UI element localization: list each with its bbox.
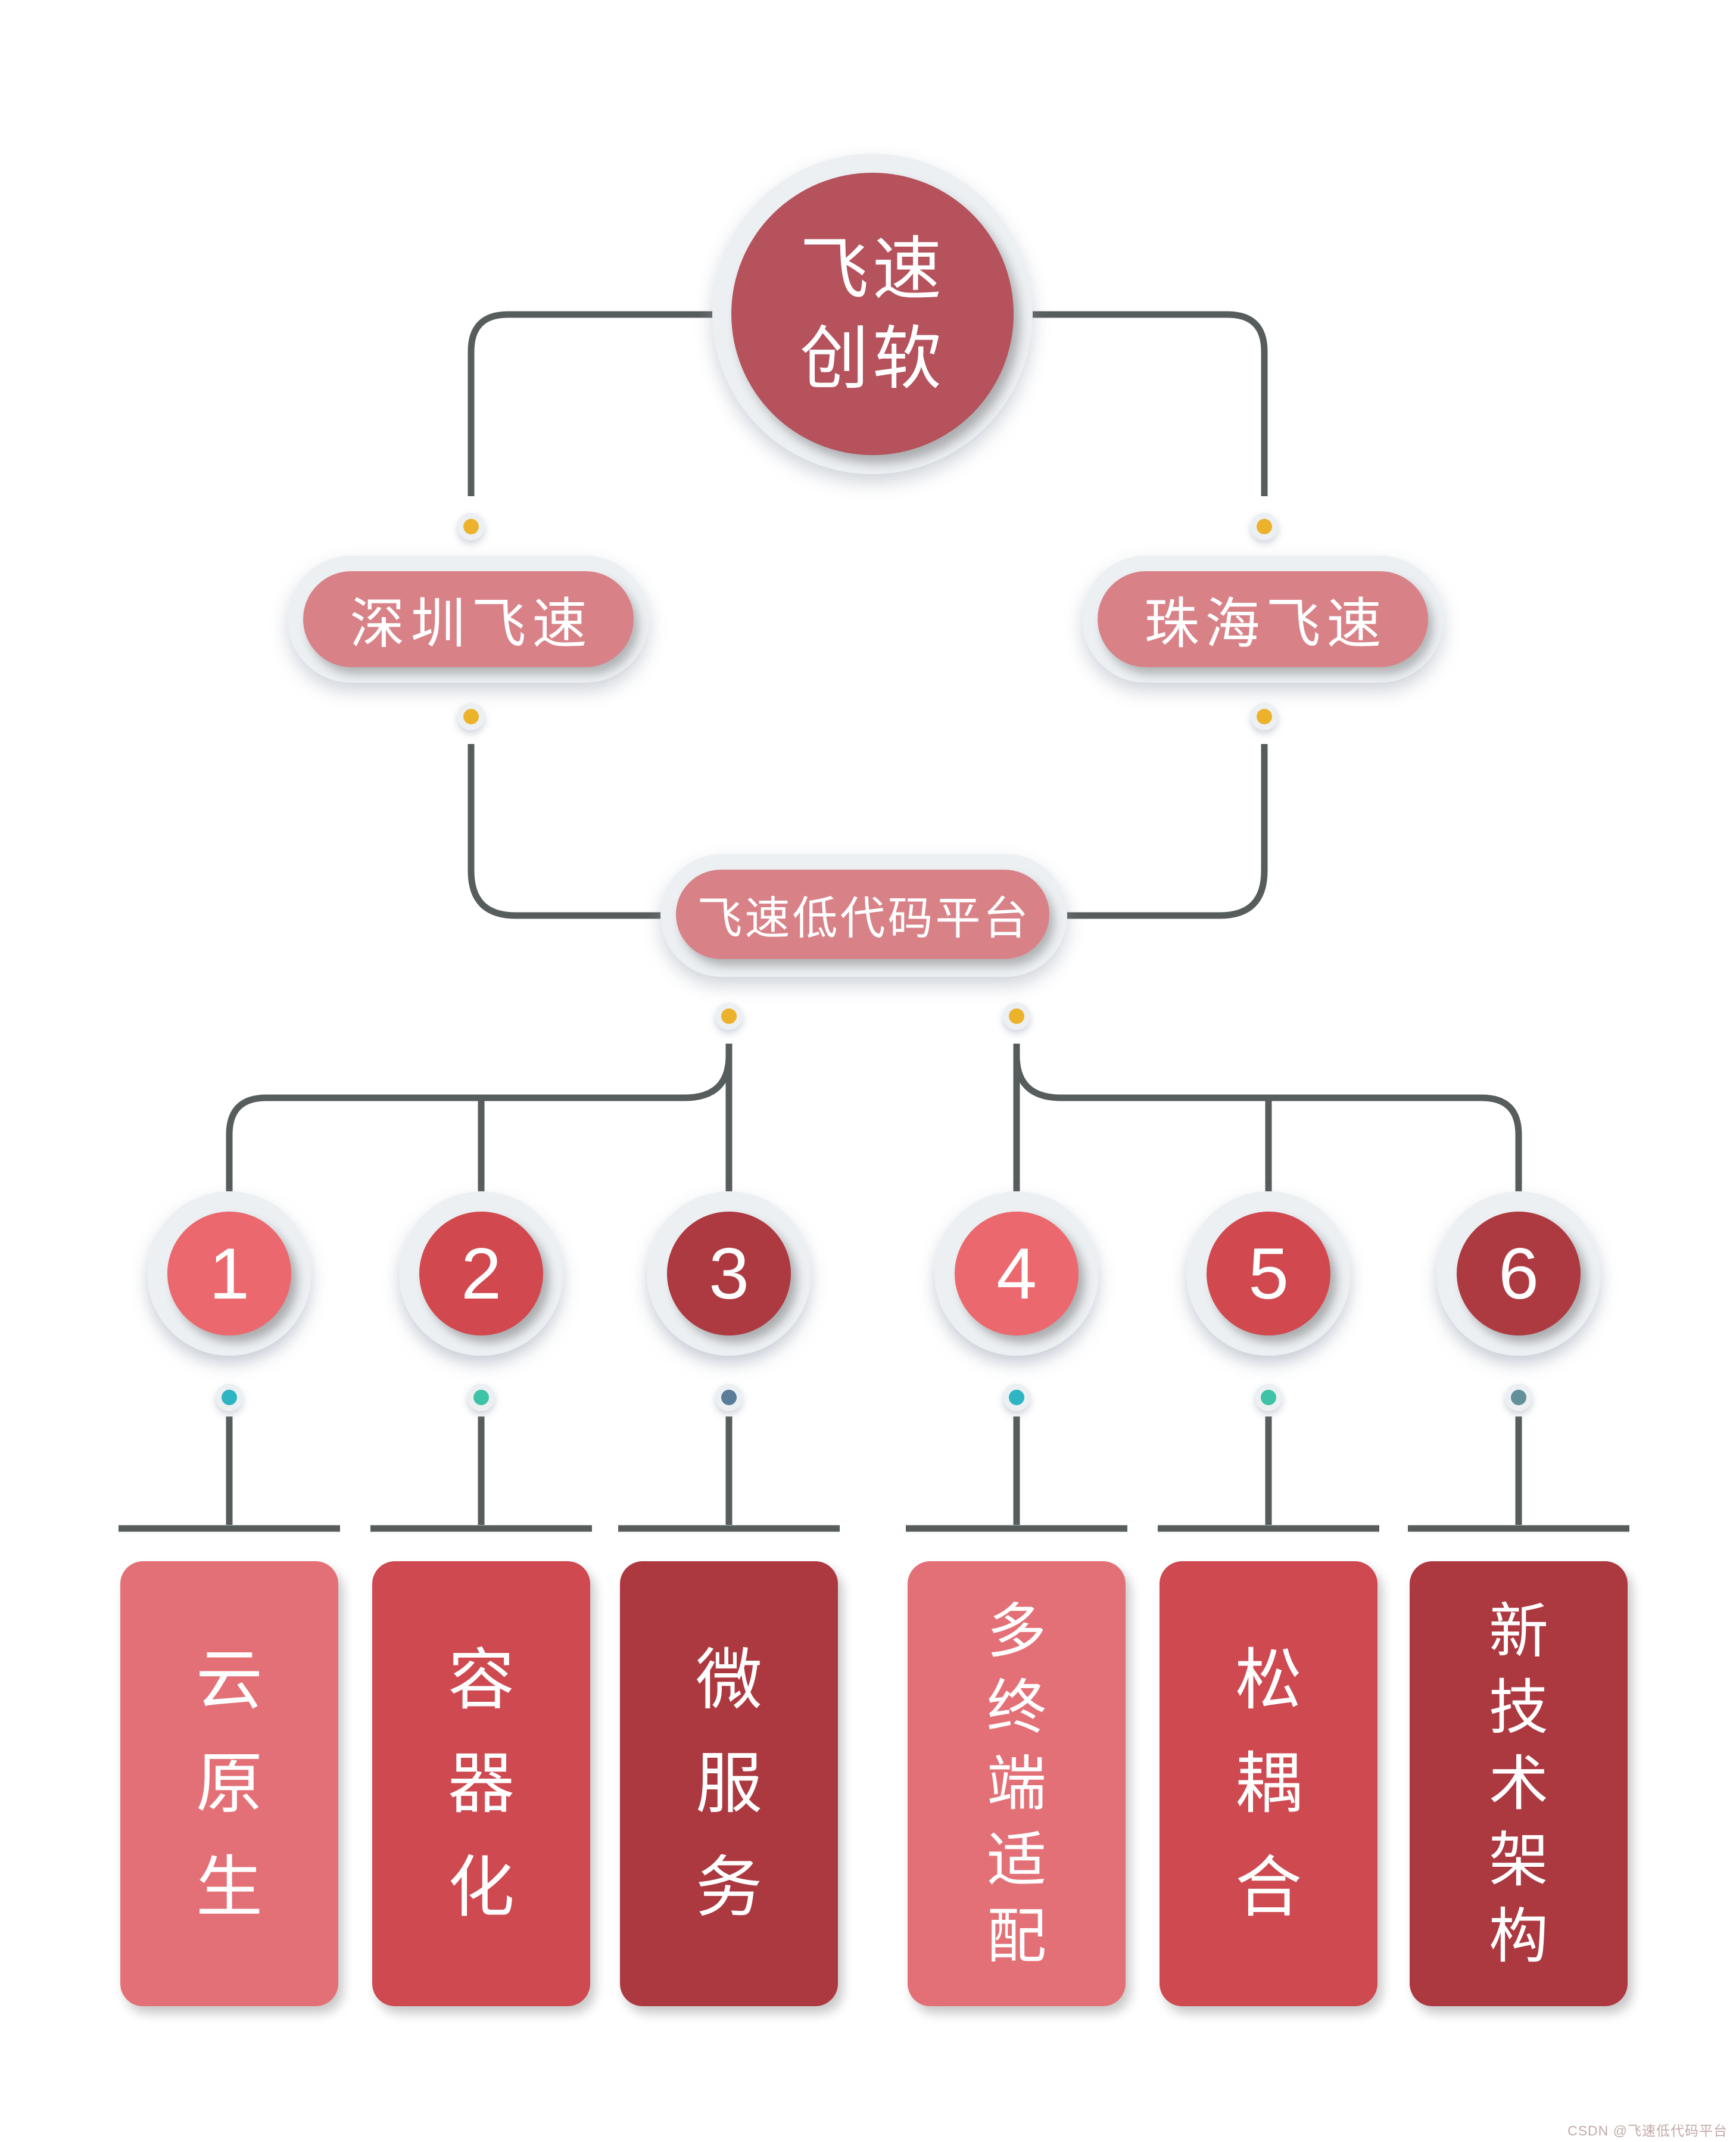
branch-node-zhuhai: 珠海飞速 xyxy=(1082,556,1444,683)
watermark: CSDN @飞速低代码平台 xyxy=(1567,2123,1728,2138)
feature-circle-fill-1: 1 xyxy=(167,1212,291,1335)
feature-card-label: 新技术架构 xyxy=(1489,1598,1548,1970)
feature-circle-2: 2 xyxy=(399,1191,563,1356)
feature-dot-2 xyxy=(467,1384,495,1411)
root-label-line-2: 创软 xyxy=(800,320,945,397)
feature-card-6: 新技术架构 xyxy=(1410,1561,1628,2006)
feature-circle-3: 3 xyxy=(647,1191,811,1356)
feature-dot-icon xyxy=(1009,1390,1024,1405)
feature-card-2: 容器化 xyxy=(372,1561,590,2006)
feature-dot-1 xyxy=(216,1384,243,1411)
root-label-line-1: 飞速 xyxy=(800,231,945,308)
feature-card-label: 云原生 xyxy=(196,1642,263,1925)
branch-node-shenzhen-pill: 深圳飞速 xyxy=(303,571,634,667)
connector-left-branch-to-platform xyxy=(467,744,750,919)
junction-dot-right-bottom xyxy=(1251,703,1278,730)
branch-label: 深圳飞速 xyxy=(350,594,593,655)
feature-card-1: 云原生 xyxy=(120,1561,338,2006)
feature-number: 3 xyxy=(709,1233,749,1314)
junction-dot-icon xyxy=(463,709,479,724)
feature-dot-3 xyxy=(715,1384,743,1411)
feature-dot-icon xyxy=(1511,1390,1526,1405)
junction-dot-icon xyxy=(721,1008,737,1024)
feature-circle-fill-2: 2 xyxy=(419,1212,543,1335)
branch-node-zhuhai-pill: 珠海飞速 xyxy=(1098,571,1428,667)
branch-label: 珠海飞速 xyxy=(1144,594,1388,655)
junction-dot-right-top xyxy=(1251,513,1278,540)
feature-card-label: 容器化 xyxy=(448,1642,515,1925)
feature-circle-fill-3: 3 xyxy=(667,1212,791,1335)
junction-dot-platform-right xyxy=(1003,1002,1030,1030)
feature-number: 5 xyxy=(1248,1233,1289,1314)
feature-card-label: 松耦合 xyxy=(1235,1642,1302,1925)
connector-root-to-left-branch xyxy=(467,311,872,496)
feature-dot-4 xyxy=(1003,1384,1030,1411)
feature-card-label: 多终端适配 xyxy=(987,1598,1046,1970)
junction-dot-icon xyxy=(1009,1008,1024,1024)
branch-node-shenzhen: 深圳飞速 xyxy=(288,556,649,683)
feature-card-5: 松耦合 xyxy=(1160,1561,1377,2006)
feature-dot-6 xyxy=(1505,1384,1532,1411)
connector-left-bus xyxy=(226,1055,733,1191)
root-node: 飞速 创软 xyxy=(712,154,1033,474)
feature-circle-1: 1 xyxy=(147,1191,311,1356)
feature-card-3: 微服务 xyxy=(620,1561,838,2006)
feature-number: 4 xyxy=(996,1233,1037,1314)
root-node-circle: 飞速 创软 xyxy=(731,173,1014,455)
feature-dot-5 xyxy=(1255,1384,1282,1411)
junction-dot-platform-left xyxy=(715,1002,743,1030)
feature-circle-fill-4: 4 xyxy=(955,1212,1079,1335)
connector-right-branch-to-platform xyxy=(983,744,1268,919)
platform-node-pill: 飞速低代码平台 xyxy=(676,870,1049,959)
feature-dot-icon xyxy=(473,1390,489,1405)
feature-dot-icon xyxy=(222,1390,237,1405)
junction-dot-icon xyxy=(463,519,479,534)
platform-label: 飞速低代码平台 xyxy=(697,893,1031,944)
junction-dot-left-bottom xyxy=(457,703,485,730)
feature-circle-5: 5 xyxy=(1186,1191,1351,1356)
feature-circle-6: 6 xyxy=(1436,1191,1601,1356)
feature-number: 6 xyxy=(1498,1233,1539,1314)
feature-number: 2 xyxy=(461,1233,501,1314)
platform-node: 飞速低代码平台 xyxy=(660,854,1067,977)
junction-dot-icon xyxy=(1257,709,1272,724)
feature-dot-icon xyxy=(721,1390,737,1405)
feature-card-4: 多终端适配 xyxy=(908,1561,1126,2006)
junction-dot-left-top xyxy=(457,513,485,540)
connector-root-to-right-branch xyxy=(872,311,1268,496)
feature-circle-fill-6: 6 xyxy=(1457,1212,1581,1335)
feature-circle-4: 4 xyxy=(934,1191,1099,1356)
feature-circle-fill-5: 5 xyxy=(1207,1212,1330,1335)
junction-dot-icon xyxy=(1257,519,1272,534)
feature-card-label: 微服务 xyxy=(696,1642,762,1925)
feature-dot-icon xyxy=(1261,1390,1276,1405)
feature-number: 1 xyxy=(209,1233,250,1314)
